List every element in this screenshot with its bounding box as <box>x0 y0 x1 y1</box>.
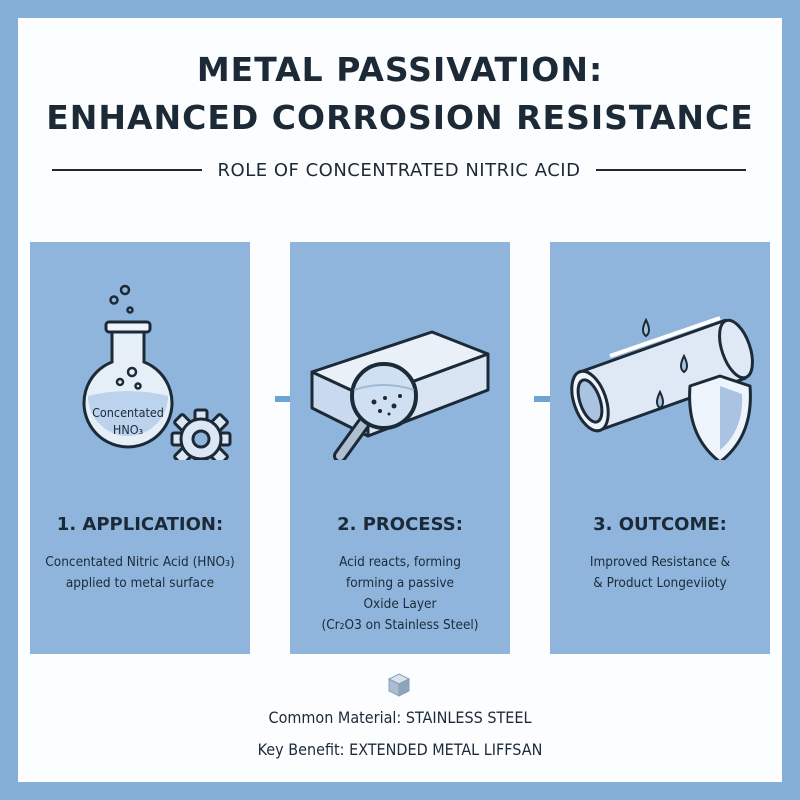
step-panel-process: 2. PROCESS: Acid reacts, forming forming… <box>290 242 510 654</box>
divider-right <box>596 169 746 171</box>
material-label: Common Material: <box>268 708 406 727</box>
step-panel-outcome: 3. OUTCOME: Improved Resistance & & Prod… <box>550 242 770 654</box>
infographic-card: METAL PASSIVATION: ENHANCED CORROSION RE… <box>18 18 782 782</box>
title-line-2: ENHANCED CORROSION RESISTANCE <box>46 98 754 137</box>
pipe-icon <box>570 316 754 433</box>
step-1-line-2: applied to metal surface <box>65 575 215 591</box>
step-2-line-4: (Cr₂O3 on Stainless Steel) <box>321 617 479 633</box>
step-description-process: Acid reacts, forming forming a passive O… <box>294 552 506 636</box>
flask-label-line-1: Concentated <box>92 405 164 420</box>
step-description-outcome: Improved Resistance & & Product Longevii… <box>554 552 766 594</box>
benefit-label: Key Benefit: <box>257 740 350 759</box>
step-heading-process: 2. PROCESS: <box>337 514 463 535</box>
step-3-line-1: Improved Resistance & <box>589 554 731 570</box>
divider-left <box>52 169 202 171</box>
step-1-line-1: Concentated Nitric Acid (HNO₃) <box>45 554 235 570</box>
step-2-line-2: forming a passive <box>345 575 455 591</box>
step-description-application: Concentated Nitric Acid (HNO₃) applied t… <box>34 552 246 594</box>
step-heading-outcome: 3. OUTCOME: <box>593 514 727 535</box>
flask-icon: Concentated HNO₃ <box>82 284 232 460</box>
material-value: STAINLESS STEEL <box>405 708 532 727</box>
cube-icon <box>387 673 411 697</box>
step-heading-application: 1. APPLICATION: <box>56 514 224 535</box>
flask-label-line-2: HNO₃ <box>113 422 143 437</box>
water-drop-icons <box>642 317 688 410</box>
pipe-shield-icon <box>570 316 754 460</box>
magnifier-icon <box>310 330 490 460</box>
gear-icon <box>170 408 232 460</box>
common-material-line: Common Material: STAINLESS STEEL <box>0 708 800 727</box>
benefit-value: EXTENDED METAL LIFFSAN <box>349 740 543 759</box>
step-2-line-1: Acid reacts, forming <box>339 554 461 570</box>
key-benefit-line: Key Benefit: EXTENDED METAL LIFFSAN <box>0 740 800 759</box>
shield-icon <box>688 374 752 460</box>
step-2-line-3: Oxide Layer <box>363 596 437 612</box>
step-panel-application: Concentated HNO₃ 1. APPLICATION: C <box>30 242 250 654</box>
magnifying-glass <box>333 362 418 460</box>
step-3-line-2: & Product Longeviioty <box>593 575 727 591</box>
subtitle: ROLE OF CONCENTRATED NITRIC ACID <box>217 159 581 181</box>
subtitle-row: ROLE OF CONCENTRATED NITRIC ACID <box>52 158 746 182</box>
title-line-1: METAL PASSIVATION: <box>196 50 604 89</box>
